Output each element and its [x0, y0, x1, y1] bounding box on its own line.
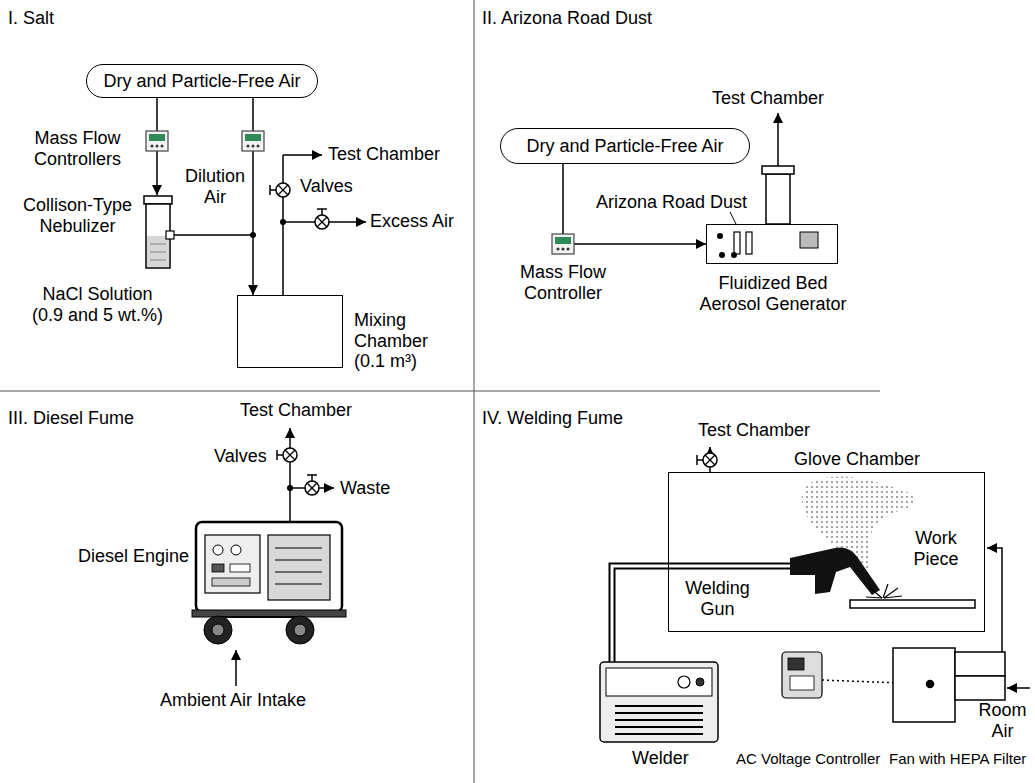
node-label: Mixing Chamber (0.1 m³): [354, 310, 434, 372]
part-label: Room Air: [975, 700, 1030, 741]
part-label: Welder: [632, 748, 689, 769]
welder-machine: [600, 662, 718, 742]
part-label: Fan with HEPA Filter: [889, 750, 1026, 767]
aerosol-generator-details: [717, 113, 818, 258]
panel-title: I. Salt: [8, 8, 54, 29]
mixing-chamber: Mixing Chamber (0.1 m³): [237, 295, 343, 368]
mass-flow-controller-icon: [242, 131, 264, 151]
node-label: Dry and Particle-Free Air: [103, 71, 300, 92]
welding-hose: [612, 566, 792, 662]
part-label: AC Voltage Controller: [736, 750, 880, 767]
mass-flow-controller-icon: [146, 131, 168, 151]
panel-title: IV. Welding Fume: [482, 408, 623, 429]
junction-dot: [280, 219, 286, 225]
collison-nebulizer: [144, 196, 174, 268]
valve-symbol: [277, 448, 297, 462]
part-label: Diesel Engine: [78, 546, 189, 567]
part-label: Work Piece: [905, 528, 967, 569]
part-label: Collison-Type Nebulizer: [15, 195, 140, 236]
node-label: Glove Chamber: [794, 449, 920, 470]
part-label: Test Chamber: [712, 88, 824, 109]
part-label: Ambient Air Intake: [160, 690, 306, 711]
node-label: Fluidized Bed Aerosol Generator: [698, 273, 848, 314]
junction-dot: [250, 232, 256, 238]
part-label: Arizona Road Dust: [596, 192, 747, 213]
valve-symbol: [305, 475, 319, 495]
part-label: Mass Flow Controllers: [20, 128, 135, 169]
node-label: Dry and Particle-Free Air: [526, 136, 723, 157]
panel-title: III. Diesel Fume: [8, 408, 134, 429]
valve-symbol: [315, 209, 329, 229]
sparks: [866, 584, 902, 598]
part-label: Waste: [340, 478, 390, 499]
air-supply-box: Dry and Particle-Free Air: [500, 128, 750, 164]
part-label: Valves: [300, 176, 353, 197]
welding-gun: [790, 547, 880, 595]
part-label: Test Chamber: [698, 420, 810, 441]
junction-dot: [287, 485, 293, 491]
part-label: Dilution Air: [182, 166, 248, 207]
diesel-engine-generator: [192, 522, 346, 644]
panel-title: II. Arizona Road Dust: [482, 8, 652, 29]
part-label: Test Chamber: [240, 400, 352, 421]
quadrant-divider: [0, 391, 880, 392]
air-supply-box: Dry and Particle-Free Air: [86, 64, 318, 98]
part-label: Excess Air: [370, 211, 454, 232]
work-piece: [850, 600, 975, 608]
part-label: Mass Flow Controller: [508, 262, 618, 303]
flow-connector: [252, 98, 254, 295]
valve-symbol: [697, 453, 717, 467]
part-label: NaCl Solution (0.9 and 5 wt.%): [25, 284, 170, 325]
valve-symbol: [270, 183, 290, 197]
part-label: Valves: [214, 446, 267, 467]
part-label: Test Chamber: [328, 144, 440, 165]
mass-flow-controller-icon: [552, 234, 574, 254]
ac-voltage-controller: [782, 652, 822, 698]
aerosol-generator: Fluidized Bed Aerosol Generator: [706, 224, 838, 264]
part-label: Welding Gun: [680, 578, 755, 619]
welding-hose: [612, 566, 792, 662]
salt-piping: [157, 98, 366, 295]
